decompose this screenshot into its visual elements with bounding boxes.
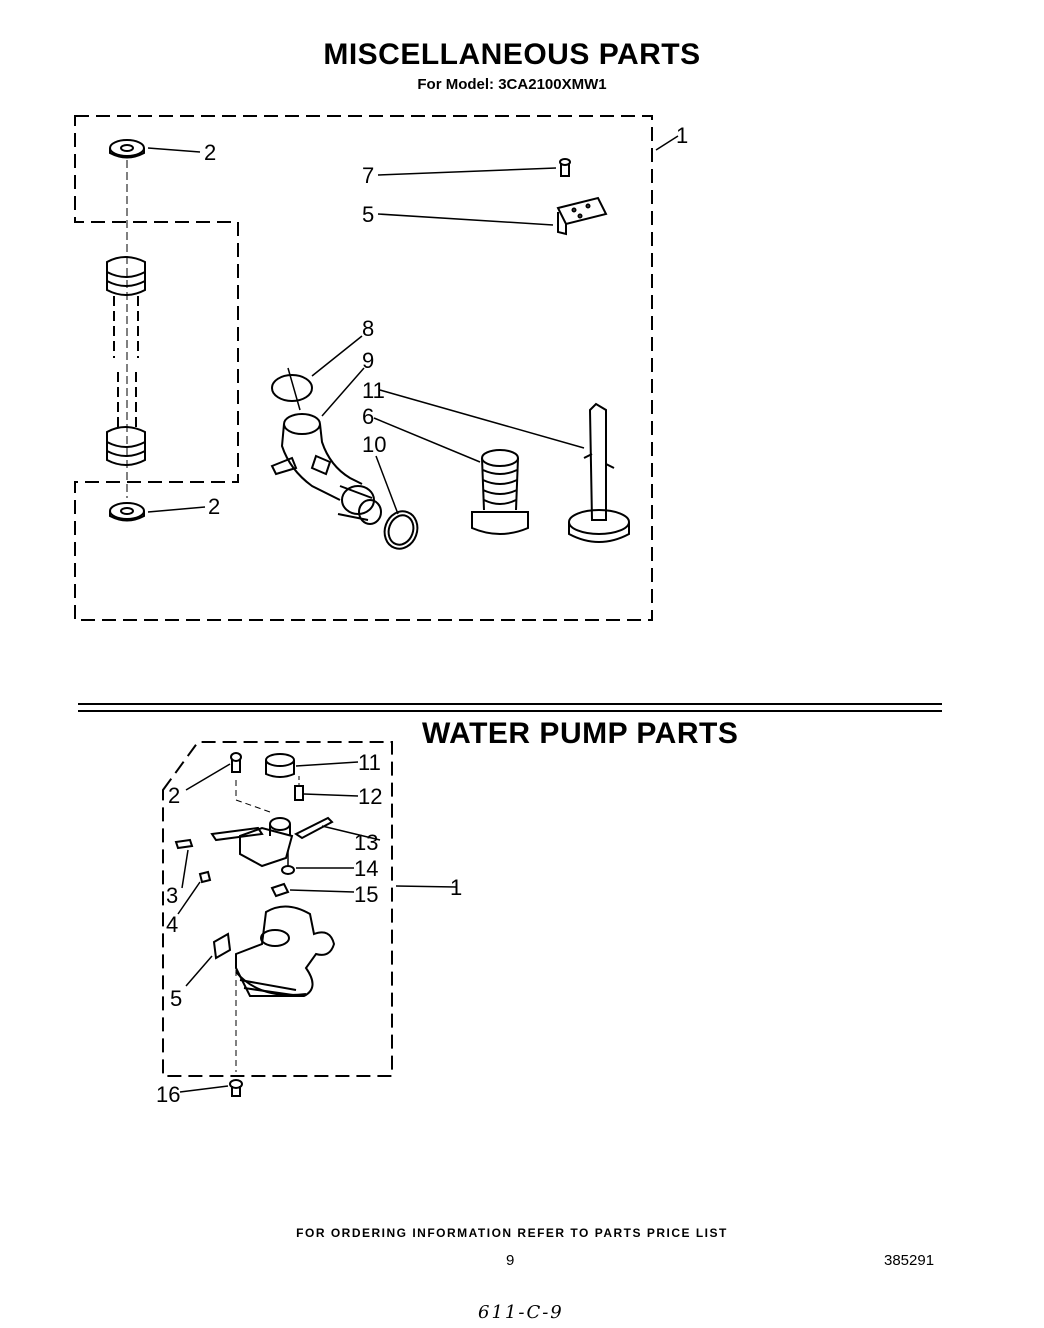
callout-misc-10: 10 <box>362 432 386 457</box>
callout-wp-3: 3 <box>166 883 178 908</box>
o-ring-part-8 <box>271 374 313 402</box>
callout-misc-9: 9 <box>362 348 374 373</box>
callout-wp-13: 13 <box>354 830 378 855</box>
callout-wp-14: 14 <box>354 856 378 881</box>
impeller-assembly <box>210 817 294 868</box>
callout-misc-11: 11 <box>362 378 385 403</box>
callout-wp-1: 1 <box>450 875 462 900</box>
callout-wp-4: 4 <box>166 912 178 937</box>
screw-part-7 <box>559 158 571 177</box>
o-ring-part-10 <box>383 510 419 550</box>
clip-part-5-pump <box>212 932 232 960</box>
link-part-13 <box>294 816 334 840</box>
shaft-part-14 <box>281 850 295 875</box>
callout-wp-2: 2 <box>168 783 180 808</box>
callout-wp-12: 12 <box>358 784 382 809</box>
callout-wp-5: 5 <box>170 986 182 1011</box>
washer-part-15 <box>270 882 290 898</box>
callout-misc-2-top: 2 <box>204 140 216 165</box>
callout-wp-11: 11 <box>358 750 381 775</box>
page-number: 9 <box>506 1252 515 1269</box>
washer-top <box>109 139 145 159</box>
callout-misc-1: 1 <box>676 123 688 148</box>
page-title: MISCELLANEOUS PARTS <box>323 38 701 71</box>
fill-hose <box>106 256 146 466</box>
callout-wp-15: 15 <box>354 882 378 907</box>
water-pump-boundary <box>162 741 393 1077</box>
callout-misc-8: 8 <box>362 316 374 341</box>
handwritten-note: 611-C-9 <box>478 1302 564 1323</box>
misc-parts-boundary <box>74 115 653 621</box>
model-subtitle: For Model: 3CA2100XMW1 <box>417 76 607 93</box>
seal-part-11 <box>265 753 295 778</box>
pin-part-3 <box>174 838 194 850</box>
callout-misc-5: 5 <box>362 202 374 227</box>
water-pump-title: WATER PUMP PARTS <box>422 717 739 750</box>
ordering-note: FOR ORDERING INFORMATION REFER TO PARTS … <box>296 1226 728 1240</box>
post-part-11 <box>568 402 630 543</box>
callout-misc-6: 6 <box>362 404 374 429</box>
callout-wp-16: 16 <box>156 1082 180 1107</box>
clip-part-5 <box>556 196 608 236</box>
fitting-part-6 <box>471 449 529 535</box>
callout-misc-7: 7 <box>362 163 374 188</box>
screw-part-2 <box>230 752 242 773</box>
bearing-part-12 <box>294 776 304 801</box>
pump-hose-part-9 <box>270 413 382 525</box>
screw-part-16 <box>229 1079 243 1097</box>
callout-misc-2-bottom: 2 <box>208 494 220 519</box>
document-number: 385291 <box>884 1252 935 1269</box>
washer-bottom <box>109 502 145 522</box>
pump-housing <box>235 905 336 997</box>
clip-part-4 <box>198 870 212 884</box>
